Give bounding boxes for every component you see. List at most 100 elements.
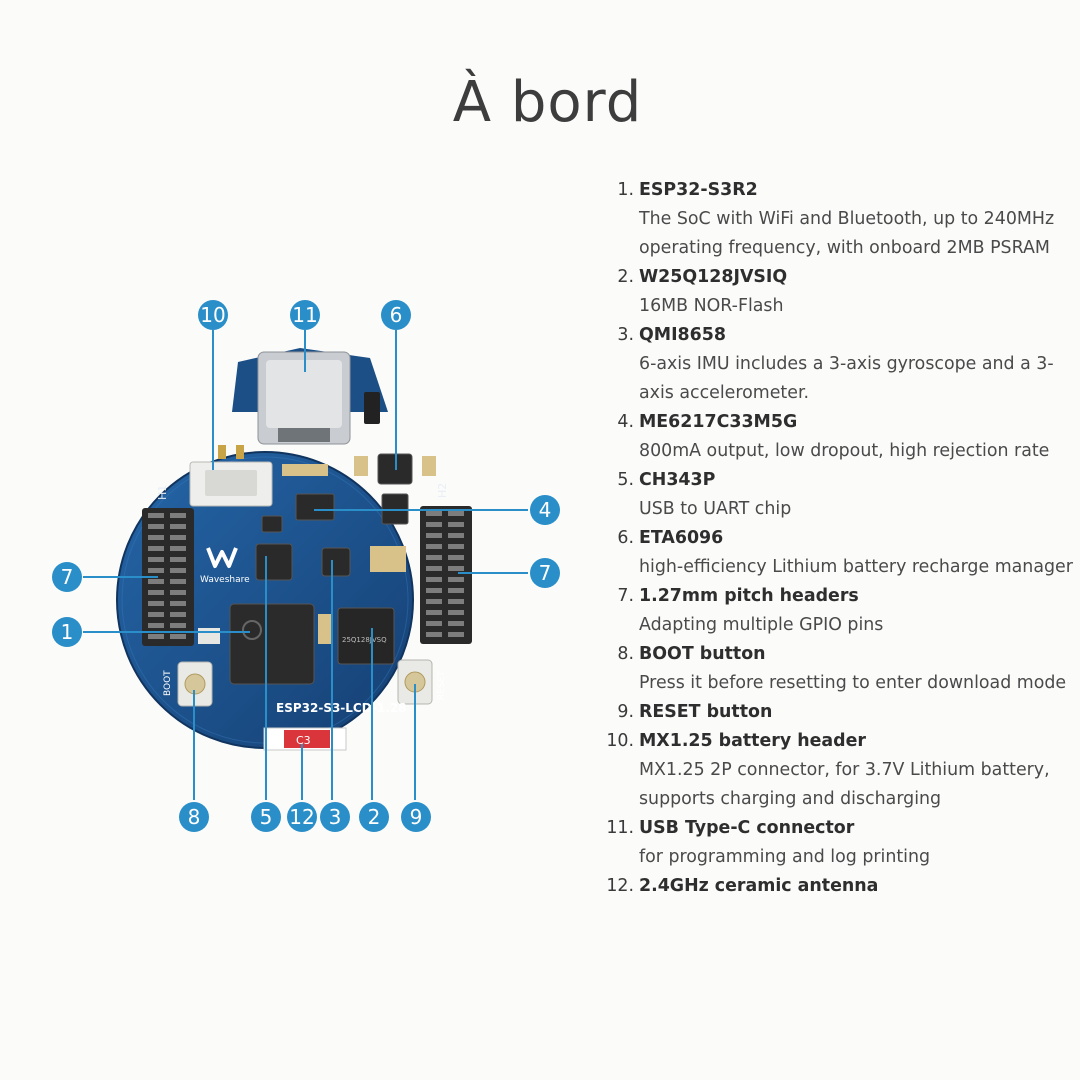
- spec-number: 10.: [606, 731, 634, 751]
- callout-8: 8: [179, 802, 209, 832]
- spec-name: ESP32-S3R2: [639, 180, 758, 200]
- header-pin: [426, 522, 442, 527]
- header-pin: [170, 590, 186, 595]
- svg-text:12: 12: [289, 805, 314, 829]
- header-h2: [420, 506, 472, 644]
- svg-text:7: 7: [539, 561, 552, 585]
- spec-desc: 6-axis IMU includes a 3-axis gyroscope a…: [639, 354, 1054, 403]
- callout-1: 1: [52, 617, 82, 647]
- header-pin: [448, 555, 464, 560]
- header-pin: [426, 555, 442, 560]
- spec-desc: The SoC with WiFi and Bluetooth, up to 2…: [639, 209, 1055, 258]
- header-pin: [426, 577, 442, 582]
- header-pin: [170, 612, 186, 617]
- spec-name: QMI8658: [639, 325, 726, 345]
- boot-button: [177, 661, 213, 707]
- ceramic-antenna: C3: [263, 727, 347, 751]
- spec-desc: Press it before resetting to enter downl…: [639, 673, 1067, 693]
- header-pin: [148, 590, 164, 595]
- header-pin: [426, 632, 442, 637]
- svg-text:9: 9: [410, 805, 423, 829]
- reset-label: RESET: [437, 671, 447, 700]
- svg-text:6: 6: [390, 303, 403, 327]
- reset-button: [397, 659, 433, 705]
- header-pin: [148, 535, 164, 540]
- callout-3: 3: [320, 802, 350, 832]
- antenna-label: C3: [296, 734, 311, 747]
- header-pin: [448, 533, 464, 538]
- spec-number: 3.: [617, 325, 634, 345]
- svg-text:7: 7: [61, 565, 74, 589]
- header-pin: [426, 588, 442, 593]
- header-pin: [448, 544, 464, 549]
- spec-number: 6.: [617, 528, 634, 548]
- header-pin: [148, 579, 164, 584]
- regulator-chip: [295, 493, 335, 521]
- header-pin: [170, 557, 186, 562]
- passive-components: [198, 456, 436, 644]
- header-pin: [148, 568, 164, 573]
- header-pin: [148, 557, 164, 562]
- header-pin: [170, 579, 186, 584]
- header-pin: [148, 623, 164, 628]
- header-pin: [426, 544, 442, 549]
- callout-2: 2: [359, 802, 389, 832]
- brand-label: Waveshare: [200, 575, 250, 585]
- usb-type-c-connector: [232, 348, 388, 445]
- spec-name: ME6217C33M5G: [639, 412, 798, 432]
- flash-marking: 25Q128JVSQ: [342, 636, 387, 644]
- spec-desc: 800mA output, low dropout, high rejectio…: [639, 441, 1050, 461]
- ch343p-chip: [255, 543, 293, 581]
- page-title: À bord: [452, 70, 643, 135]
- callout-5: 5: [251, 802, 281, 832]
- h2-label: H2: [436, 483, 449, 498]
- spec-number: 4.: [617, 412, 634, 432]
- header-pin: [148, 546, 164, 551]
- svg-text:2: 2: [368, 805, 381, 829]
- spec-name: 1.27mm pitch headers: [639, 586, 859, 606]
- svg-text:11: 11: [292, 303, 317, 327]
- small-chip: [261, 515, 283, 533]
- spec-name: RESET button: [639, 702, 773, 722]
- qmi8658-chip: [321, 547, 351, 577]
- esp32-s3r2-chip: [229, 603, 315, 685]
- header-pin: [170, 568, 186, 573]
- spec-item: 12.2.4GHz ceramic antenna: [604, 872, 1074, 901]
- spec-number: 9.: [617, 702, 634, 722]
- header-pin: [448, 588, 464, 593]
- spec-item: 11.USB Type-C connector for programming a…: [604, 814, 1074, 872]
- spec-desc: for programming and log printing: [639, 847, 931, 867]
- spec-name: BOOT button: [639, 644, 766, 664]
- header-pin: [426, 566, 442, 571]
- header-pin: [148, 601, 164, 606]
- header-pin: [448, 511, 464, 516]
- spec-desc: USB to UART chip: [639, 499, 792, 519]
- spec-item: 9.RESET button: [604, 698, 1074, 727]
- header-pin: [148, 524, 164, 529]
- header-pin: [448, 599, 464, 604]
- header-pin: [148, 513, 164, 518]
- callout-12: 12: [287, 802, 317, 832]
- spec-name: USB Type-C connector: [639, 818, 855, 838]
- header-pin: [426, 599, 442, 604]
- board-silkscreen: ESP32-S3-LCD-1.28: [276, 701, 407, 715]
- spec-item: 4.ME6217C33M5G 800mA output, low dropout,…: [604, 408, 1074, 466]
- battery-header: [189, 445, 273, 507]
- leader-lines: [83, 330, 528, 800]
- header-pin: [426, 621, 442, 626]
- callout-7-left: 7: [52, 562, 82, 592]
- spec-number: 11.: [606, 818, 634, 838]
- svg-text:1: 1: [61, 620, 74, 644]
- header-pin: [426, 610, 442, 615]
- flash-chip: 25Q128JVSQ: [337, 607, 395, 665]
- spec-name: ETA6096: [639, 528, 724, 548]
- header-pin: [448, 566, 464, 571]
- spec-desc: Adapting multiple GPIO pins: [639, 615, 884, 635]
- spec-desc: MX1.25 2P connector, for 3.7V Lithium ba…: [639, 760, 1050, 809]
- header-pin: [170, 634, 186, 639]
